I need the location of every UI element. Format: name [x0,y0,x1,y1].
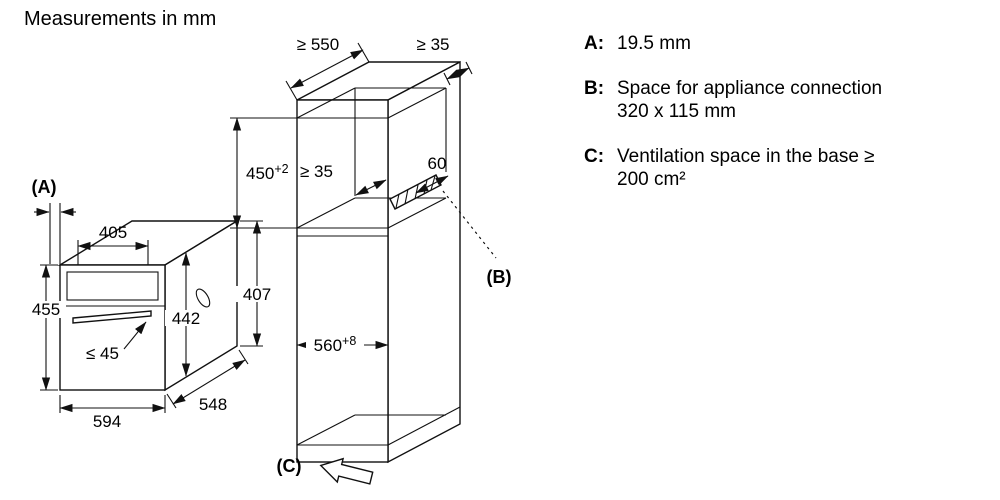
oven-control-panel [66,271,159,301]
oven-side-grip [195,288,211,308]
dim-548-text: 548 [199,395,227,414]
dim-405: 405 [77,223,149,265]
dim-550-text: ≥ 550 [297,35,339,54]
ventilation-arrow-icon [319,457,374,485]
page-title: Measurements in mm [24,8,217,30]
dim-60-text: 60 [428,154,447,173]
dim-450-text: 450+2 [246,162,289,183]
dim-407-text: 407 [243,285,271,304]
oven-front-face [59,264,166,391]
dim-handle: ≤ 45 [86,321,147,363]
label-b-leader: (B) [442,190,512,287]
dim-548: 548 [166,349,249,414]
dim-min-550: ≥ 550 [285,35,370,101]
dim-405-text: 405 [99,223,127,242]
legend: A: 19.5 mm B: Space for appliance connec… [584,32,984,213]
label-c: (C) [277,456,302,476]
dim-560: 560+8 [296,334,389,355]
dim-560-text: 560+8 [314,334,357,355]
dim-594-text: 594 [93,412,121,431]
oven-door-handle [72,310,152,324]
legend-item-b: B: Space for appliance connection 320 x … [584,77,984,123]
dim-handle-text: ≤ 45 [86,344,119,363]
label-b: (B) [487,267,512,287]
legend-key-a: A: [584,33,605,54]
legend-value-c-line1: Ventilation space in the base ≥ [617,146,875,167]
legend-value-b-line1: Space for appliance connection [617,78,883,99]
dim-455: 455 [26,264,66,391]
dim-442-text: 442 [172,309,200,328]
dim-594: 594 [59,395,166,431]
dim-top-35: ≥ 35 [417,35,473,86]
dim-rear-35-text: ≥ 35 [300,162,333,181]
legend-key-b: B: [584,78,605,99]
legend-value-b-line2: 320 x 115 mm [617,101,736,122]
dim-a-label: (A) [32,177,57,197]
legend-value-a: 19.5 mm [617,33,691,54]
dim-top-35-text: ≥ 35 [417,35,450,54]
legend-item-c: C: Ventilation space in the base ≥ 200 c… [584,145,984,191]
dim-407: 407 [236,220,278,347]
cabinet-right-face [387,60,461,464]
cabinet-drawing [296,60,461,464]
dim-a: (A) [32,177,76,264]
legend-item-a: A: 19.5 mm [584,32,984,55]
legend-key-c: C: [584,146,605,167]
label-c-group: (C) [277,456,374,485]
dim-442: 442 [165,252,207,377]
legend-value-c-line2: 200 cm² [617,169,686,190]
dim-450: 450+2 [230,117,297,229]
cabinet-front-face [296,99,389,463]
dim-455-text: 455 [32,300,60,319]
dim-rear-35: ≥ 35 [300,162,387,196]
dim-60: 60 [415,154,449,194]
